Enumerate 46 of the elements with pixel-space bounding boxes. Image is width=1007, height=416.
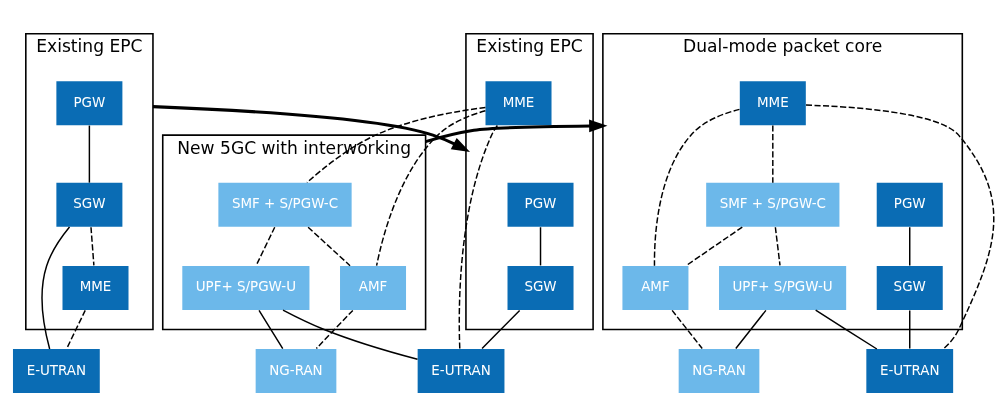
node-box: PGW	[876, 182, 943, 227]
arrow	[425, 119, 608, 143]
connector	[258, 309, 284, 349]
connector	[255, 226, 276, 266]
connector	[282, 308, 419, 360]
connector	[307, 226, 351, 266]
node-box: UPF+ S/PGW-U	[719, 265, 847, 310]
connector	[539, 226, 542, 266]
node-box: UPF+ S/PGW-U	[182, 265, 310, 310]
connector	[315, 309, 354, 349]
node-box: SMF + S/PGW-C	[218, 182, 352, 227]
connector	[375, 109, 487, 266]
node-box: NG-RAN	[678, 348, 760, 393]
node-box: AMF	[340, 265, 407, 310]
connector	[458, 124, 499, 350]
node-box: NG-RAN	[255, 348, 337, 393]
connector	[41, 225, 71, 350]
connector	[88, 124, 91, 183]
connector	[805, 103, 995, 350]
connector	[772, 124, 774, 183]
node-box: MME	[739, 80, 806, 125]
node-box: MME	[485, 80, 552, 125]
node-box: SMF + S/PGW-C	[706, 182, 840, 227]
node-box: MME	[62, 265, 129, 310]
connector	[735, 309, 767, 349]
connector	[671, 309, 703, 349]
connector	[909, 226, 911, 266]
connector	[814, 308, 878, 350]
connector	[306, 106, 487, 183]
node-box: SGW	[876, 265, 943, 310]
connector	[66, 309, 86, 349]
node-box: E-UTRAN	[417, 348, 505, 393]
connector	[909, 309, 911, 349]
connector	[774, 226, 781, 266]
node-box: SGW	[56, 182, 123, 227]
connector	[481, 309, 521, 349]
node-box: E-UTRAN	[13, 348, 100, 393]
connector	[685, 225, 743, 267]
node-box: AMF	[622, 265, 689, 310]
node-box: E-UTRAN	[866, 348, 954, 393]
node-box: PGW	[56, 80, 123, 125]
node-box: PGW	[507, 182, 574, 227]
connector	[90, 226, 95, 266]
connector	[653, 108, 741, 267]
arrow	[152, 104, 471, 152]
node-box: SGW	[507, 265, 574, 310]
